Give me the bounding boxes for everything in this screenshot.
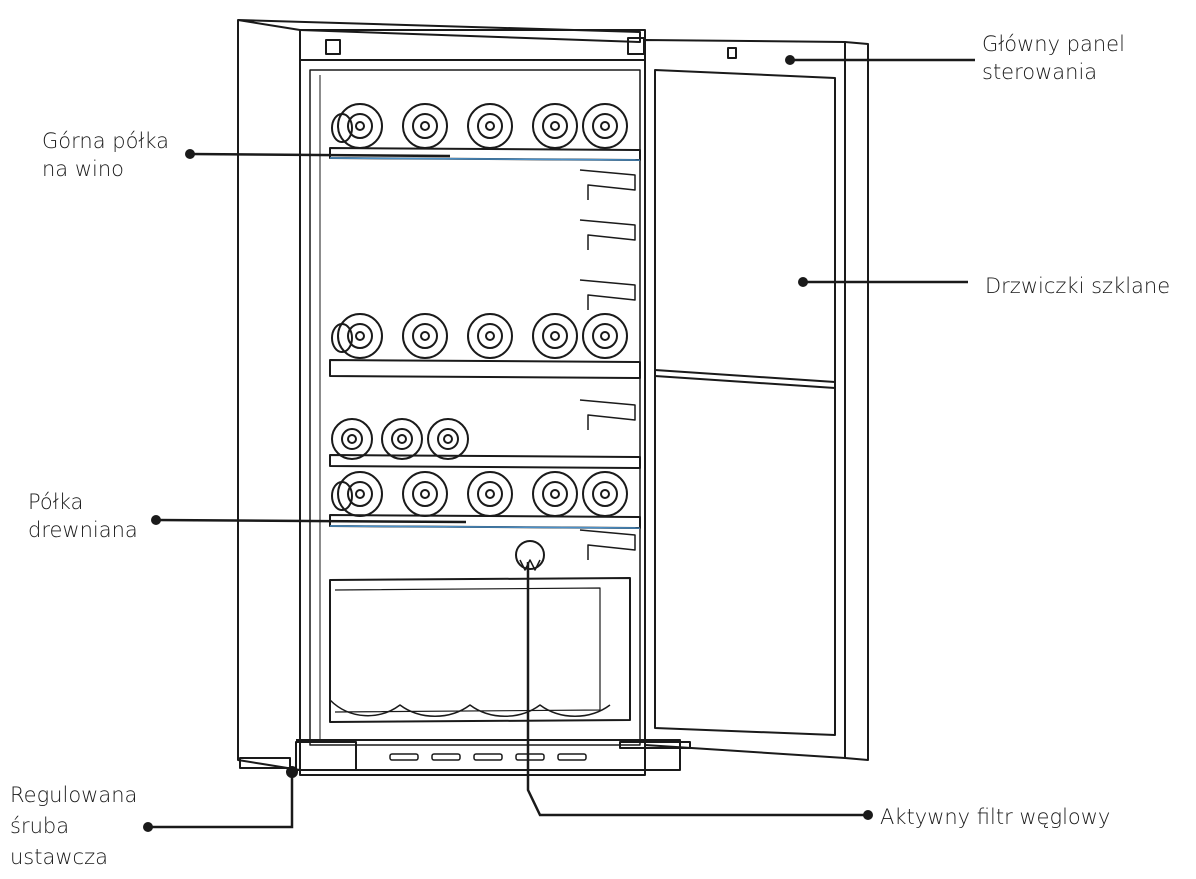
leader-screw: [148, 772, 294, 829]
label-wood-shelf: Półka drewniana: [28, 488, 138, 544]
wine-bottle-icon: [331, 471, 628, 517]
wine-bottle-icon: [331, 313, 628, 359]
shelf-rails: [579, 169, 636, 560]
label-filter-text: Aktywny filtr węglowy: [880, 805, 1111, 829]
label-screw-line-2: śruba: [10, 814, 70, 838]
label-top-shelf-line-2: na wino: [42, 157, 125, 181]
label-control-panel: Główny panel sterowania: [982, 30, 1125, 86]
label-carbon-filter: Aktywny filtr węglowy: [880, 803, 1110, 831]
leader-top-shelf: [189, 152, 451, 158]
wine-bottle-icon: [331, 103, 628, 149]
label-leveling-screw: Regulowana śruba ustawcza: [10, 780, 137, 873]
dot-top-shelf: [185, 149, 195, 159]
top-shelf: [329, 147, 641, 161]
label-top-shelf: Górna półka na wino: [42, 127, 169, 183]
label-panel-line-1: Główny panel: [982, 32, 1125, 56]
dot-control-panel: [785, 55, 795, 65]
label-screw-line-3: ustawcza: [10, 845, 108, 869]
middle-shelf: [329, 359, 641, 379]
label-panel-line-2: sterowania: [982, 60, 1098, 84]
label-top-shelf-line-1: Górna półka: [42, 129, 170, 153]
lower-shelf: [329, 454, 641, 469]
dot-glass-door: [798, 277, 808, 287]
label-glass-door: Drzwiczki szklane: [985, 272, 1170, 300]
label-wood-shelf-line-1: Półka: [28, 490, 84, 514]
leader-carbon-filter: [526, 562, 868, 817]
dot-wood-shelf: [151, 515, 161, 525]
bottom-drawer: [329, 577, 631, 723]
dot-carbon-filter: [863, 810, 873, 820]
glass-door: [619, 39, 869, 761]
label-screw-line-1: Regulowana: [10, 783, 138, 807]
label-wood-shelf-line-2: drewniana: [28, 518, 138, 542]
leader-wood-shelf: [155, 518, 467, 524]
wine-bottle-icon: [331, 418, 469, 460]
label-door-text: Drzwiczki szklane: [985, 274, 1171, 298]
carbon-filter-icon: [515, 540, 545, 571]
dot-screw: [143, 822, 153, 832]
